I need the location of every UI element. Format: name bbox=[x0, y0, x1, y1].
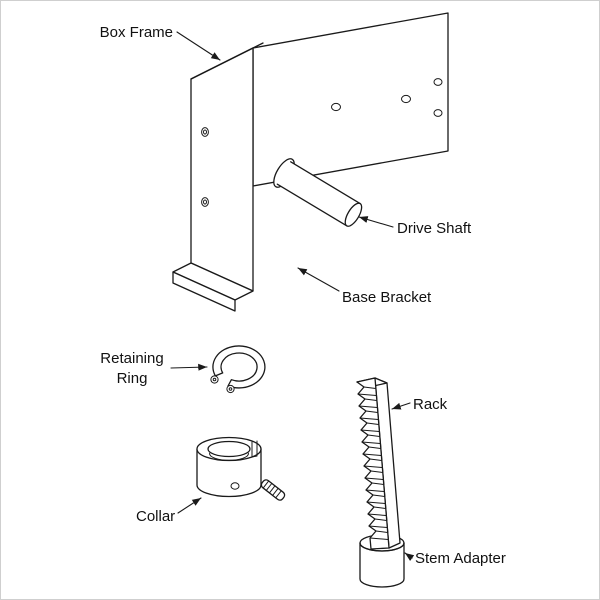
box-frame-label: Box Frame bbox=[100, 24, 173, 41]
rack-leader bbox=[391, 402, 411, 410]
collar-leader bbox=[177, 497, 202, 514]
collar-bore bbox=[207, 440, 251, 458]
base-bracket-leader bbox=[297, 267, 340, 292]
side-plate-top-edge bbox=[190, 42, 264, 80]
set-screw-threads bbox=[262, 480, 282, 499]
stem-adapter-body bbox=[359, 542, 405, 588]
shaft-body-fill bbox=[277, 161, 361, 226]
drive-shaft-label: Drive Shaft bbox=[397, 220, 472, 237]
drive-shaft-leader bbox=[358, 216, 394, 228]
retaining-ring-drawing bbox=[210, 345, 266, 394]
collar-label: Collar bbox=[136, 508, 175, 525]
ring-ear bbox=[226, 384, 235, 394]
side-plate bbox=[190, 47, 254, 292]
rack-label: Rack bbox=[413, 396, 448, 413]
panel-hole bbox=[433, 78, 443, 86]
labels: Box Frame Drive Shaft Base Bracket Retai… bbox=[100, 24, 506, 567]
ring-ear bbox=[210, 375, 219, 384]
rack-drawing bbox=[356, 377, 401, 550]
plate-hole bbox=[201, 127, 209, 137]
box-frame-leader bbox=[176, 31, 221, 61]
panel-hole bbox=[331, 102, 341, 112]
retaining-ring-label-line1: Retaining bbox=[100, 350, 163, 367]
set-screw-drawing bbox=[260, 479, 286, 501]
base-bracket-label: Base Bracket bbox=[342, 289, 432, 306]
ring-ear-hole bbox=[212, 377, 217, 382]
back-panel bbox=[252, 12, 449, 187]
ring-ear-hole bbox=[228, 387, 233, 391]
stem-adapter-front-rim bbox=[359, 542, 405, 552]
stem-adapter-leader bbox=[404, 552, 415, 561]
snap-ring bbox=[212, 345, 266, 389]
collar-slot bbox=[251, 440, 258, 458]
collar-screw-hole bbox=[230, 482, 240, 490]
shaft-tip bbox=[344, 202, 363, 227]
leader-lines bbox=[170, 31, 415, 561]
collar-drawing bbox=[196, 436, 262, 498]
collar-body bbox=[196, 448, 262, 498]
base-front-lip bbox=[172, 271, 236, 312]
plate-hole bbox=[203, 199, 207, 205]
box-frame-drawing bbox=[172, 12, 449, 312]
rack-teeth-lines bbox=[357, 386, 389, 540]
stem-adapter-label: Stem Adapter bbox=[415, 550, 506, 567]
panel-hole bbox=[433, 109, 443, 117]
retaining-ring-leader bbox=[170, 363, 208, 371]
base-bracket-drawing bbox=[172, 262, 254, 312]
set-screw-body bbox=[260, 479, 286, 501]
drive-shaft-drawing bbox=[273, 158, 363, 227]
retaining-ring-label-line2: Ring bbox=[117, 370, 148, 387]
shaft-body-lines bbox=[276, 161, 361, 227]
plate-hole bbox=[201, 197, 209, 207]
collar-bore-depth bbox=[209, 453, 249, 461]
plate-hole bbox=[203, 129, 207, 135]
panel-hole bbox=[401, 94, 411, 104]
